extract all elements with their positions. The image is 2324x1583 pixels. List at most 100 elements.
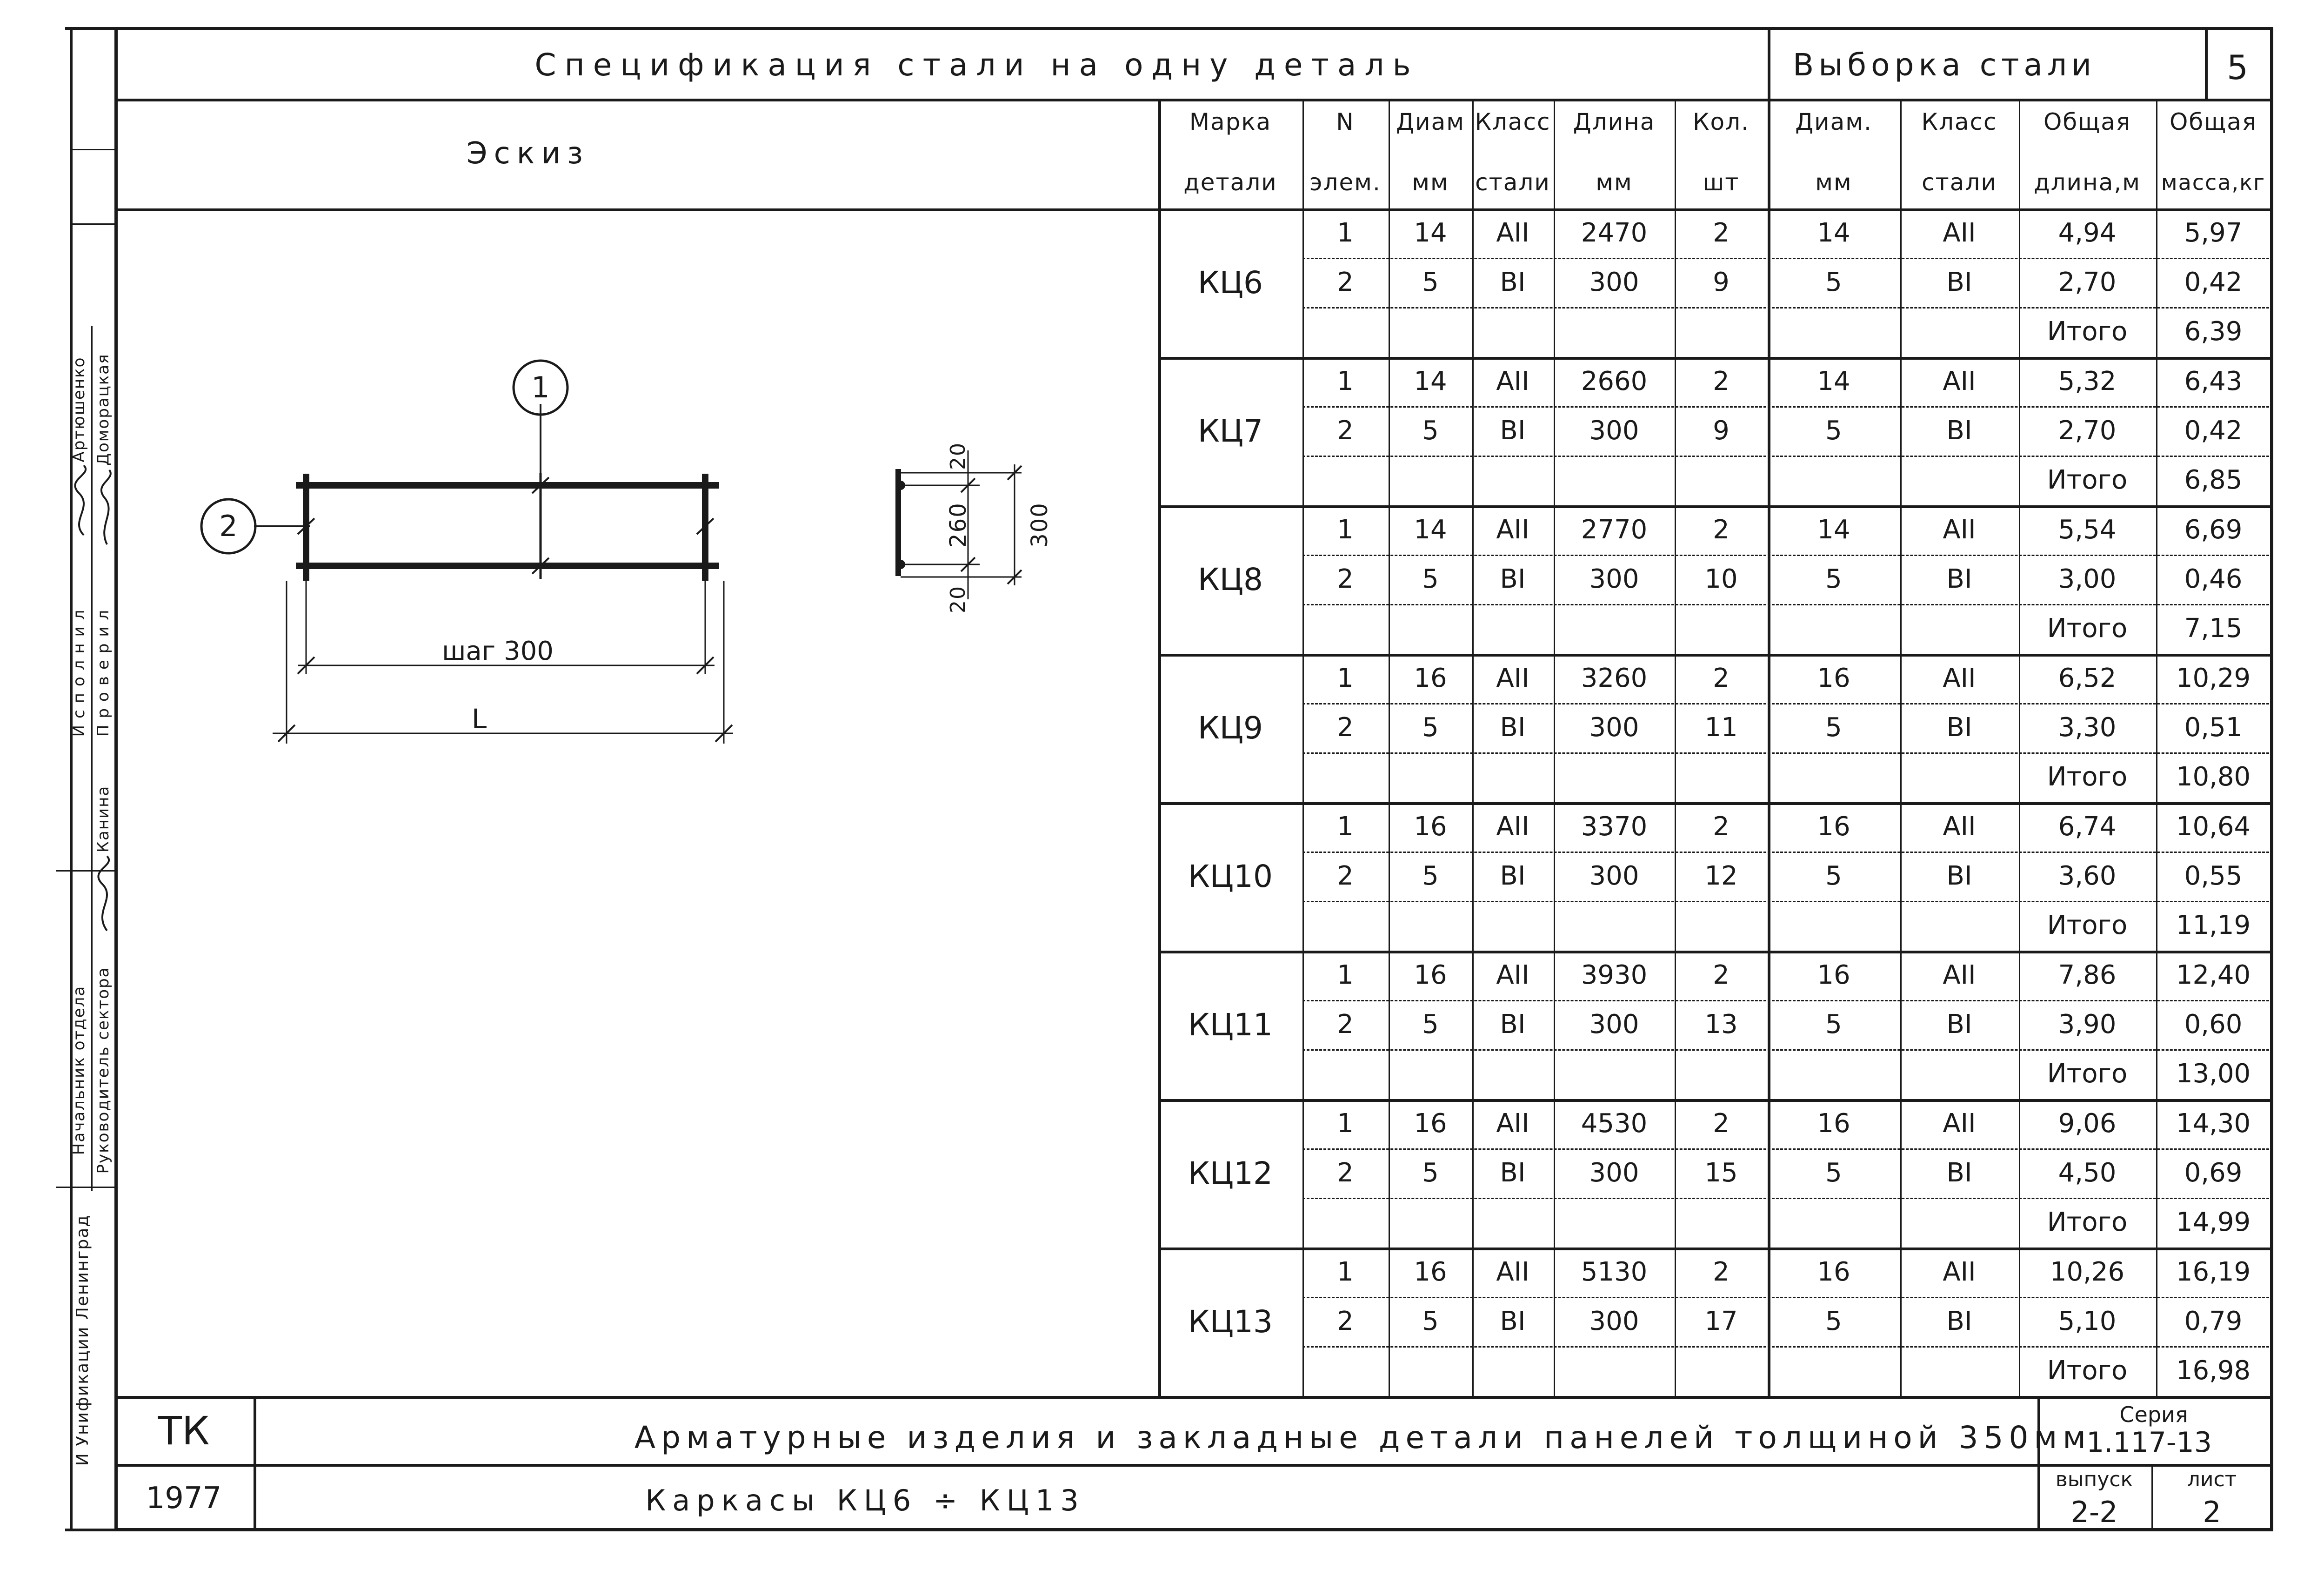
table-cell: ВI — [1500, 861, 1526, 891]
table-cell: 300 — [1589, 267, 1639, 297]
table-cell: 10,29 — [2176, 663, 2251, 693]
dim-300: 300 — [1027, 502, 1053, 548]
row-separator — [1302, 406, 2273, 408]
total-label: Итого — [2047, 762, 2128, 792]
table-cell: 300 — [1589, 1158, 1639, 1188]
col-header-mark-2: детали — [1183, 169, 1277, 196]
table-cell: 0,42 — [2184, 416, 2243, 446]
col-header-sel-diam-2: мм — [1815, 169, 1852, 196]
total-value: 14,99 — [2176, 1207, 2251, 1237]
col-line-spec-selection — [1768, 27, 1770, 1396]
pos-1-label: 1 — [531, 370, 550, 404]
table-cell: 14 — [1414, 218, 1447, 248]
table-cell: 300 — [1589, 1009, 1639, 1040]
table-cell: 2 — [1713, 218, 1730, 248]
table-cell: 9,06 — [2058, 1108, 2117, 1139]
table-cell: 16 — [1817, 960, 1850, 990]
col-line-total-mass — [2156, 99, 2157, 1396]
table-cell: АII — [1496, 1108, 1529, 1139]
length-label: L — [471, 703, 487, 735]
table-cell: 10 — [1704, 564, 1738, 594]
table-cell: ВI — [1946, 1009, 1972, 1040]
table-cell: АII — [1496, 663, 1529, 693]
tb-row-line — [114, 1464, 2273, 1467]
stamp-org: И Унификации Ленинград — [73, 1214, 92, 1466]
table-cell: 15 — [1704, 1158, 1738, 1188]
table-cell: 13 — [1704, 1009, 1738, 1040]
table-cell: 16 — [1817, 1108, 1850, 1139]
col-line-length — [1554, 99, 1555, 1396]
tb-main-title: Арматурные изделия и закладные детали па… — [634, 1420, 2092, 1456]
table-cell: ВI — [1946, 416, 1972, 446]
row-separator — [1302, 901, 2273, 902]
table-cell: 2660 — [1581, 366, 1648, 396]
col-header-total-length-1: Общая — [2043, 108, 2131, 135]
table-cell: 3,90 — [2058, 1009, 2117, 1040]
table-cell: 6,52 — [2058, 663, 2117, 693]
table-cell: 3,60 — [2058, 861, 2117, 891]
mark-cell: КЦ6 — [1197, 264, 1263, 301]
table-cell: 5,54 — [2058, 515, 2117, 545]
row-separator — [1302, 1049, 2273, 1051]
table-cell: 0,42 — [2184, 267, 2243, 297]
table-cell: 5 — [1825, 267, 1842, 297]
col-header-total-mass-2: масса,кг — [2161, 170, 2266, 195]
col-header-mark-1: Марка — [1189, 108, 1272, 135]
table-cell: 2 — [1713, 960, 1730, 990]
table-cell: 16 — [1414, 1108, 1447, 1139]
tb-series-value: 1.117-13 — [2086, 1426, 2212, 1459]
table-cell: 5 — [1825, 1009, 1842, 1040]
col-header-elem-1: N — [1336, 108, 1355, 135]
row-separator — [1302, 1297, 2273, 1298]
table-cell: АII — [1943, 663, 1976, 693]
table-cell: 0,46 — [2184, 564, 2243, 594]
table-cell: 6,43 — [2184, 366, 2243, 396]
dim-20-top: 20 — [946, 442, 970, 470]
tb-col-sheet — [2151, 1464, 2153, 1531]
tb-issue-label: выпуск — [2055, 1468, 2133, 1491]
col-header-diam-1: Диам — [1396, 108, 1465, 135]
group-separator — [1158, 1099, 2273, 1102]
step-label: шаг 300 — [442, 636, 554, 666]
table-cell: 1 — [1337, 366, 1354, 396]
table-cell: 2 — [1713, 663, 1730, 693]
row-separator — [1302, 1148, 2273, 1150]
mark-cell: КЦ11 — [1188, 1006, 1273, 1043]
table-cell: АII — [1943, 366, 1976, 396]
table-cell: 300 — [1589, 712, 1639, 743]
table-cell: ВI — [1946, 861, 1972, 891]
tb-year: 1977 — [146, 1481, 222, 1516]
left-margin-bottom-line — [65, 1529, 116, 1531]
dim-260: 260 — [945, 502, 971, 548]
col-header-bottom-line — [114, 208, 2273, 211]
row-separator — [1302, 852, 2273, 853]
table-cell: АII — [1496, 218, 1529, 248]
table-cell: 3,30 — [2058, 712, 2117, 743]
tb-subtitle: Каркасы КЦ6 ÷ КЦ13 — [645, 1483, 1085, 1517]
table-cell: 2 — [1713, 1257, 1730, 1287]
group-separator — [1158, 802, 2273, 805]
mark-cell: КЦ12 — [1188, 1155, 1273, 1191]
stamp-divider-3 — [56, 870, 116, 872]
table-cell: АII — [1496, 812, 1529, 842]
table-cell: 3930 — [1581, 960, 1648, 990]
total-label: Итого — [2047, 1355, 2128, 1386]
table-cell: АII — [1943, 960, 1976, 990]
group-separator — [1158, 951, 2273, 953]
col-header-class-2: стали — [1475, 169, 1550, 196]
table-cell: 5 — [1422, 712, 1439, 743]
table-cell: 300 — [1589, 416, 1639, 446]
row-separator — [1302, 1000, 2273, 1001]
tb-sheet-label: лист — [2187, 1468, 2237, 1491]
mark-cell: КЦ13 — [1188, 1303, 1273, 1340]
table-cell: АII — [1943, 1108, 1976, 1139]
tb-code: ТК — [158, 1408, 210, 1454]
table-cell: 2 — [1337, 1158, 1354, 1188]
table-cell: 300 — [1589, 861, 1639, 891]
table-cell: 14 — [1817, 218, 1850, 248]
col-header-total-mass-1: Общая — [2169, 108, 2257, 135]
tb-issue-value: 2-2 — [2070, 1495, 2118, 1529]
table-cell: 9 — [1713, 267, 1730, 297]
tb-col-code — [254, 1396, 256, 1531]
table-cell: 7,86 — [2058, 960, 2117, 990]
